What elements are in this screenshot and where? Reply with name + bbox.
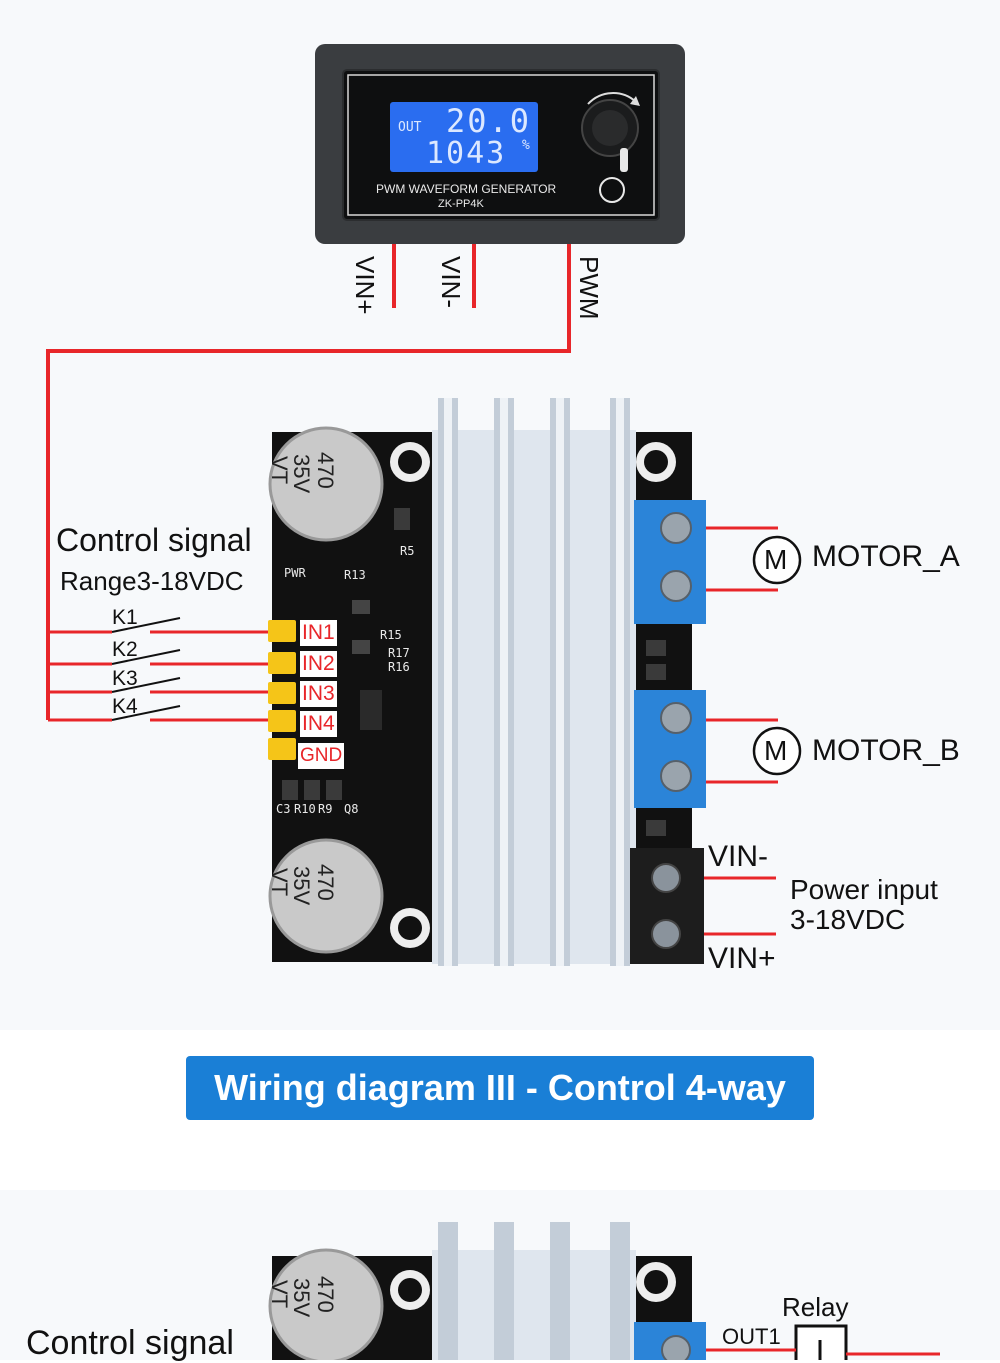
- motor-b-symbol: M: [764, 735, 788, 766]
- input-header: [268, 620, 296, 760]
- pin-label-vin-plus: VIN+: [350, 256, 380, 315]
- driver-board: [268, 398, 706, 966]
- lcd-screen: [390, 102, 538, 172]
- silk-c3: C3: [276, 802, 291, 816]
- switches: [111, 617, 181, 721]
- pin-in4: IN4: [300, 711, 337, 737]
- lcd-out-label: OUT: [398, 120, 422, 135]
- pin-in2: IN2: [300, 651, 337, 677]
- relay-symbol: [706, 1324, 940, 1360]
- pin-in3: IN3: [300, 681, 337, 707]
- power-vin-minus-label: VIN-: [708, 840, 768, 873]
- control-signal-range: Range3-18VDC: [60, 566, 244, 596]
- logo-icon: [599, 177, 625, 203]
- lcd-percent-symbol: %: [522, 138, 530, 153]
- cap-bottom-line2: 35V: [289, 866, 314, 906]
- generator-model: ZK-PP4K: [438, 198, 484, 210]
- cap-bottom-line1: 470: [313, 864, 338, 901]
- motor-a-label: MOTOR_A: [812, 540, 960, 573]
- silk-q8: Q8: [344, 802, 359, 816]
- generator-wires: [46, 244, 571, 720]
- relay-label: Relay: [782, 1292, 849, 1322]
- control-signal-title: Control signal: [56, 522, 252, 558]
- cap-bottom-line3: VT: [267, 868, 292, 897]
- bottom-driver-board: [268, 1222, 706, 1360]
- capacitor-top: [268, 426, 384, 542]
- cap-top-line2: 35V: [289, 454, 314, 494]
- capacitor-bottom: [268, 838, 384, 954]
- silk-r13: R13: [344, 568, 366, 582]
- motor-b-label: MOTOR_B: [812, 734, 960, 767]
- cap-top-line1: 470: [313, 452, 338, 489]
- pin-in1: IN1: [300, 620, 337, 646]
- pin-gnd: GND: [298, 743, 345, 769]
- bottom-cap-line3: VT: [267, 1280, 292, 1309]
- section-banner: Wiring diagram III - Control 4-way: [186, 1056, 814, 1120]
- bottom-cap-line2: 35V: [289, 1278, 314, 1318]
- silk-r9: R9: [318, 802, 333, 816]
- silk-r17: R17: [388, 646, 410, 660]
- cap-top-line3: VT: [267, 456, 292, 485]
- pin-label-vin-minus: VIN-: [436, 256, 466, 308]
- motor-a-icon: [752, 535, 802, 585]
- generator-title: PWM WAVEFORM GENERATOR: [376, 182, 557, 196]
- bottom-cap-line1: 470: [313, 1276, 338, 1313]
- switch-k1-label: K1: [112, 606, 138, 629]
- power-switch[interactable]: [620, 148, 628, 172]
- pwm-generator-module: [315, 44, 685, 244]
- control-wires: [48, 630, 272, 722]
- power-input-range: 3-18VDC: [790, 904, 906, 935]
- switch-k4-label: K4: [112, 695, 138, 718]
- silk-r15: R15: [380, 628, 402, 642]
- output-wires: [704, 526, 778, 936]
- silk-r16: R16: [388, 660, 410, 674]
- lcd-duty-value: 20.0: [446, 102, 532, 140]
- section-banner-text: Wiring diagram III - Control 4-way: [214, 1067, 786, 1108]
- power-input-title: Power input: [790, 874, 938, 905]
- silk-pwr: PWR: [284, 566, 306, 580]
- bottom-control-signal-title: Control signal: [26, 1324, 234, 1362]
- switch-k2-label: K2: [112, 638, 138, 661]
- power-vin-plus-label: VIN+: [708, 942, 776, 975]
- motor-a-symbol: M: [764, 544, 788, 575]
- pin-label-pwm: PWM: [574, 256, 604, 320]
- silk-r10: R10: [294, 802, 316, 816]
- motor-b-icon: [752, 726, 802, 776]
- heat-sink: [432, 430, 636, 964]
- silk-r5: R5: [400, 544, 415, 558]
- switch-k3-label: K3: [112, 667, 138, 690]
- lcd-frequency-value: 1043: [426, 136, 507, 171]
- out1-label: OUT1: [722, 1324, 781, 1349]
